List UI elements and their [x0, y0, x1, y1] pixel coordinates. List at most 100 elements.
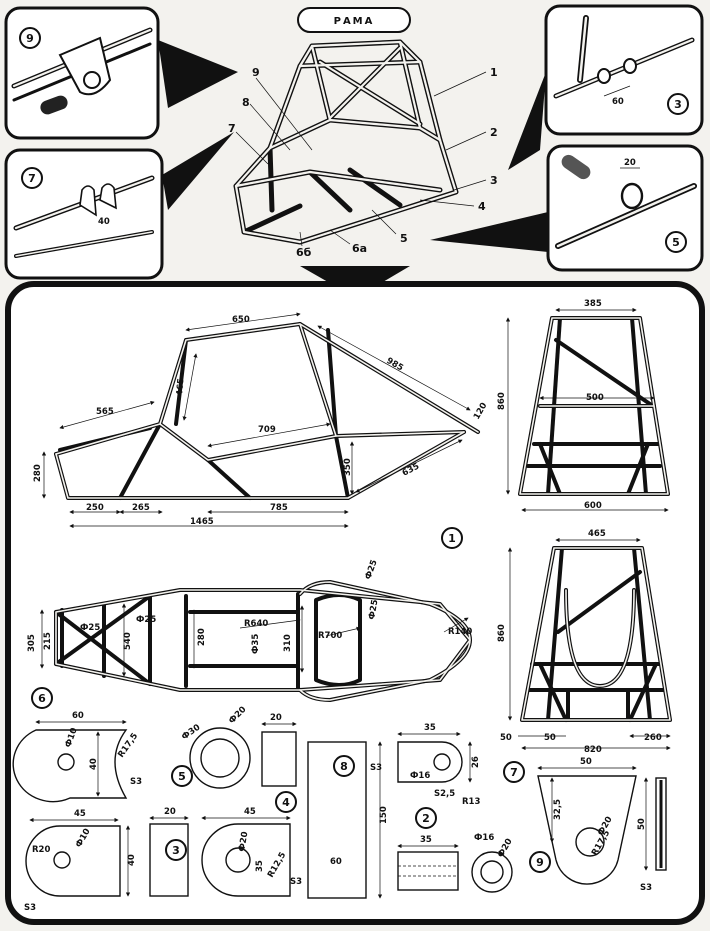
svg-text:45: 45 [244, 807, 256, 817]
svg-text:S3: S3 [130, 777, 142, 787]
svg-text:4: 4 [282, 796, 290, 809]
inset-label: 9 [26, 32, 34, 45]
inset-detail-7: 40 7 [4, 132, 234, 280]
svg-text:150: 150 [379, 806, 389, 824]
title-banner: РАМА [297, 7, 411, 33]
svg-text:2: 2 [490, 126, 498, 139]
svg-text:S2,5: S2,5 [434, 789, 455, 799]
main-label: 1 [441, 527, 463, 549]
part-2-plate: 35 26 Ф16 S2,5 R13 [397, 723, 481, 807]
svg-text:50: 50 [637, 818, 647, 830]
front-view: 465 860 50 50 820 260 [497, 529, 672, 755]
svg-text:S3: S3 [640, 883, 652, 893]
svg-text:Ф25: Ф25 [367, 599, 380, 621]
rear-view: 385 860 500 600 [497, 299, 670, 513]
svg-text:R20: R20 [32, 845, 50, 855]
svg-text:S3: S3 [24, 903, 36, 913]
svg-text:6: 6 [38, 692, 46, 705]
inset-label: 7 [28, 172, 36, 185]
svg-text:4: 4 [478, 200, 486, 213]
svg-text:215: 215 [43, 632, 53, 650]
side-view: 650 565 985 465 709 280 250 265 785 1465… [33, 312, 490, 529]
part-5: Ф30 Ф20 20 5 [171, 705, 297, 789]
inset-label: 5 [672, 236, 680, 249]
svg-text:60: 60 [72, 711, 84, 721]
svg-text:9: 9 [252, 66, 260, 79]
svg-text:Ф16: Ф16 [474, 833, 494, 843]
svg-text:7: 7 [228, 122, 236, 135]
svg-text:650: 650 [232, 315, 250, 325]
svg-text:6б: 6б [296, 246, 312, 259]
svg-text:860: 860 [497, 392, 507, 410]
svg-text:7: 7 [510, 766, 518, 779]
frame-perspective: 1 2 3 4 5 6б 6а 7 8 9 [228, 39, 498, 259]
svg-text:45: 45 [74, 809, 86, 819]
svg-text:S3: S3 [290, 877, 302, 887]
svg-text:Ф25: Ф25 [80, 623, 100, 633]
svg-text:50: 50 [580, 757, 592, 767]
svg-text:3: 3 [172, 844, 180, 857]
svg-text:540: 540 [123, 632, 133, 650]
svg-text:565: 565 [96, 407, 114, 417]
svg-text:R13: R13 [462, 797, 480, 807]
svg-text:785: 785 [270, 503, 288, 513]
svg-text:305: 305 [27, 634, 37, 652]
svg-text:1: 1 [490, 66, 498, 79]
svg-text:600: 600 [584, 501, 602, 511]
svg-text:R700: R700 [318, 631, 342, 641]
svg-text:860: 860 [497, 624, 507, 642]
svg-text:6а: 6а [352, 242, 367, 255]
svg-text:40: 40 [89, 758, 99, 770]
svg-text:310: 310 [283, 634, 293, 652]
svg-text:280: 280 [197, 628, 207, 646]
svg-text:5: 5 [400, 232, 408, 245]
svg-text:1465: 1465 [190, 517, 214, 527]
plan-view: 305 215 Ф25 Ф25 540 280 R640 Ф35 310 R70… [27, 558, 472, 702]
svg-text:385: 385 [584, 299, 602, 309]
svg-text:20: 20 [624, 158, 636, 168]
svg-text:20: 20 [270, 713, 282, 723]
svg-text:3: 3 [490, 174, 498, 187]
svg-text:8: 8 [340, 760, 348, 773]
svg-text:40: 40 [127, 854, 137, 866]
svg-text:35: 35 [424, 723, 436, 733]
svg-text:500: 500 [586, 393, 604, 403]
svg-text:1: 1 [448, 532, 456, 545]
svg-text:709: 709 [258, 425, 276, 435]
svg-text:465: 465 [588, 529, 606, 539]
inset-detail-3: 60 3 [508, 4, 704, 170]
svg-text:350: 350 [343, 458, 353, 476]
svg-text:60: 60 [330, 857, 342, 867]
svg-text:20: 20 [164, 807, 176, 817]
svg-text:Ф25: Ф25 [136, 615, 156, 625]
svg-text:Ф20: Ф20 [237, 831, 250, 853]
svg-text:35: 35 [420, 835, 432, 845]
svg-text:820: 820 [584, 745, 602, 755]
svg-text:26: 26 [471, 756, 481, 768]
page-title: РАМА [334, 16, 375, 27]
svg-text:R640: R640 [244, 619, 268, 629]
part-3: 20 3 [149, 807, 189, 897]
part-4: 45 Ф20 35 R12,5 S3 4 [201, 791, 302, 897]
svg-text:32,5: 32,5 [553, 799, 563, 820]
part-9: 50 32,5 Ф20 R17,5 50 S3 9 [529, 757, 667, 893]
svg-text:Ф16: Ф16 [410, 771, 430, 781]
svg-text:R140: R140 [448, 627, 472, 637]
inset-detail-5: 20 5 [430, 144, 704, 272]
svg-text:50: 50 [500, 733, 512, 743]
svg-text:60: 60 [612, 97, 624, 107]
svg-text:S3: S3 [370, 763, 382, 773]
svg-text:465: 465 [175, 378, 187, 397]
svg-text:265: 265 [132, 503, 150, 513]
inset-label: 3 [674, 98, 682, 111]
svg-text:5: 5 [178, 770, 186, 783]
svg-text:50: 50 [544, 733, 556, 743]
part-7: 7 [503, 761, 525, 783]
svg-text:2: 2 [422, 812, 430, 825]
svg-text:Ф35: Ф35 [251, 634, 261, 654]
svg-text:280: 280 [33, 464, 43, 482]
svg-text:9: 9 [536, 856, 544, 869]
svg-text:35: 35 [255, 860, 265, 872]
inset-detail-9: 9 [4, 6, 238, 140]
